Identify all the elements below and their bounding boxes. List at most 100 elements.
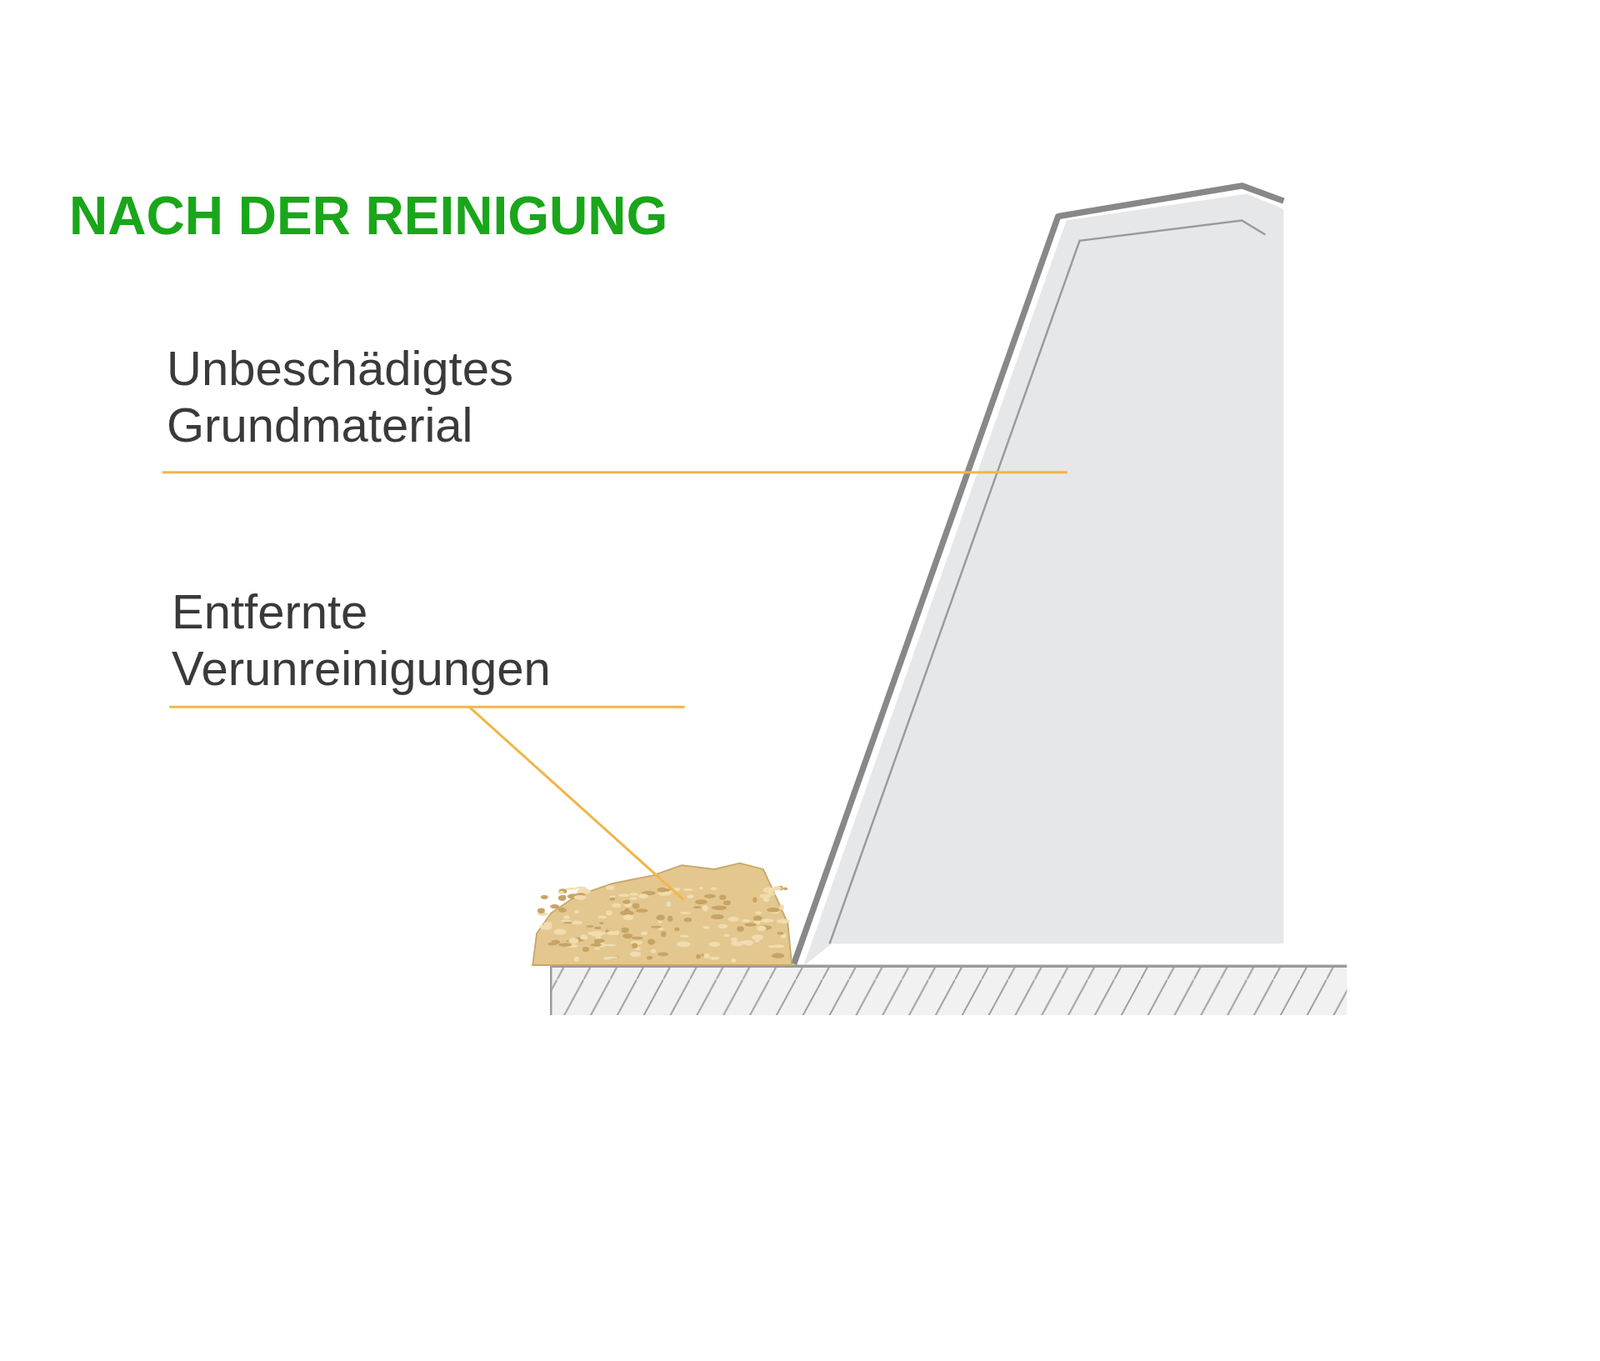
- dirt-grain: [755, 911, 762, 915]
- dirt-grain: [638, 893, 649, 899]
- dirt-grain: [699, 886, 704, 890]
- dirt-grain: [695, 954, 701, 960]
- dirt-grain: [594, 947, 600, 950]
- dirt-grain: [704, 894, 716, 899]
- dirt-grain: [647, 939, 655, 945]
- dirt-grain: [702, 905, 709, 911]
- dirt-grain: [594, 926, 602, 930]
- dirt-grain: [574, 910, 580, 914]
- dirt-grain: [590, 943, 601, 946]
- dirt-grain: [776, 919, 790, 924]
- dirt-grain: [744, 922, 757, 926]
- dirt-grain: [537, 907, 545, 914]
- dirt-grain: [667, 915, 673, 922]
- dirt-grain: [709, 956, 720, 960]
- dirt-grain: [630, 896, 638, 900]
- dirt-grain: [773, 885, 782, 890]
- dirt-grain: [558, 888, 567, 894]
- dirt-grain: [547, 942, 557, 946]
- dirt-grain: [770, 945, 785, 949]
- dirt-grain: [585, 925, 594, 927]
- dirt-grain: [695, 899, 707, 905]
- diagram-title: NACH DER REINIGUNG: [69, 185, 668, 247]
- dirt-grain: [682, 888, 693, 891]
- dirt-grain: [686, 894, 694, 899]
- dirt-grain: [540, 895, 549, 900]
- dirt-grain: [730, 940, 744, 946]
- dirt-grain: [676, 941, 691, 948]
- dirt-grain: [605, 885, 615, 890]
- dirt-grain: [656, 887, 667, 893]
- dirt-grain: [611, 903, 621, 908]
- dirt-grain: [622, 914, 634, 920]
- dirt-grain: [684, 917, 693, 922]
- dirt-grain: [708, 941, 720, 947]
- dirt-grain: [771, 953, 785, 959]
- dirt-grain: [568, 937, 579, 944]
- dirt-grain: [730, 958, 736, 963]
- dirt-grain: [622, 900, 630, 905]
- dirt-grain: [736, 925, 745, 931]
- base-material: [794, 185, 1285, 965]
- removed-dirt: [532, 863, 792, 965]
- dirt-grain: [752, 896, 757, 903]
- dirt-grain: [618, 893, 630, 896]
- dirt-grain: [783, 886, 788, 890]
- dirt-grain: [632, 903, 640, 910]
- dirt-grain: [629, 892, 639, 896]
- dirt-grain: [610, 897, 616, 901]
- dirt-grain: [760, 918, 774, 923]
- dirt-grain: [693, 905, 701, 909]
- dirt-grain: [582, 946, 590, 952]
- dirt-grain: [674, 927, 680, 931]
- dirt-grain: [710, 887, 718, 890]
- dirt-grain: [574, 895, 587, 900]
- dirt-grain: [635, 908, 649, 913]
- dirt-grain: [657, 952, 669, 957]
- dirt-grain: [703, 953, 710, 959]
- dirt-grain: [600, 931, 607, 935]
- dirt-grain: [719, 895, 726, 900]
- dirt-grain: [630, 951, 641, 958]
- dirt-grain: [660, 930, 667, 937]
- dirt-grain: [730, 937, 738, 942]
- dirt-grain: [561, 895, 566, 900]
- dirt-grain: [711, 905, 726, 910]
- dirt-grain: [756, 925, 766, 931]
- dirt-grain: [665, 900, 671, 907]
- leader-lines: [162, 472, 1068, 900]
- dirt-grain: [723, 900, 731, 905]
- dirt-grain: [560, 920, 572, 923]
- dirt-grain: [622, 933, 633, 939]
- dirt-grain: [588, 931, 594, 935]
- dirt-grain: [558, 895, 567, 901]
- dirt-grain: [646, 955, 653, 960]
- dirt-grain: [631, 936, 644, 940]
- callout-label: Unbeschädigtes Grundmaterial: [166, 340, 634, 454]
- dirt-grain: [599, 921, 605, 925]
- dirt-grain: [650, 925, 662, 929]
- dirt-grain: [763, 897, 770, 902]
- dirt-grain: [580, 934, 588, 940]
- dirt-grain: [718, 924, 728, 929]
- dirt-grain: [741, 919, 750, 923]
- dirt-grain: [603, 956, 612, 960]
- dirt-grain: [558, 890, 565, 895]
- dirt-grain: [779, 904, 785, 910]
- dirt-grain: [606, 930, 617, 935]
- dirt-grain: [766, 907, 780, 913]
- dirt-grain: [571, 920, 583, 925]
- dirt-grain: [759, 893, 771, 899]
- dirt-grain: [621, 927, 630, 934]
- dirt-grain: [563, 921, 572, 924]
- dirt-grain: [751, 934, 764, 940]
- dirt-grain: [724, 934, 730, 937]
- dirt-grain: [605, 943, 616, 946]
- dirt-grain: [710, 914, 725, 920]
- dirt-grain: [565, 887, 578, 890]
- dirt-grain: [574, 955, 580, 962]
- dirt-grain: [605, 910, 613, 915]
- dirt-grain: [640, 931, 648, 936]
- dirt-grain: [558, 907, 567, 913]
- ground: [550, 965, 1347, 1015]
